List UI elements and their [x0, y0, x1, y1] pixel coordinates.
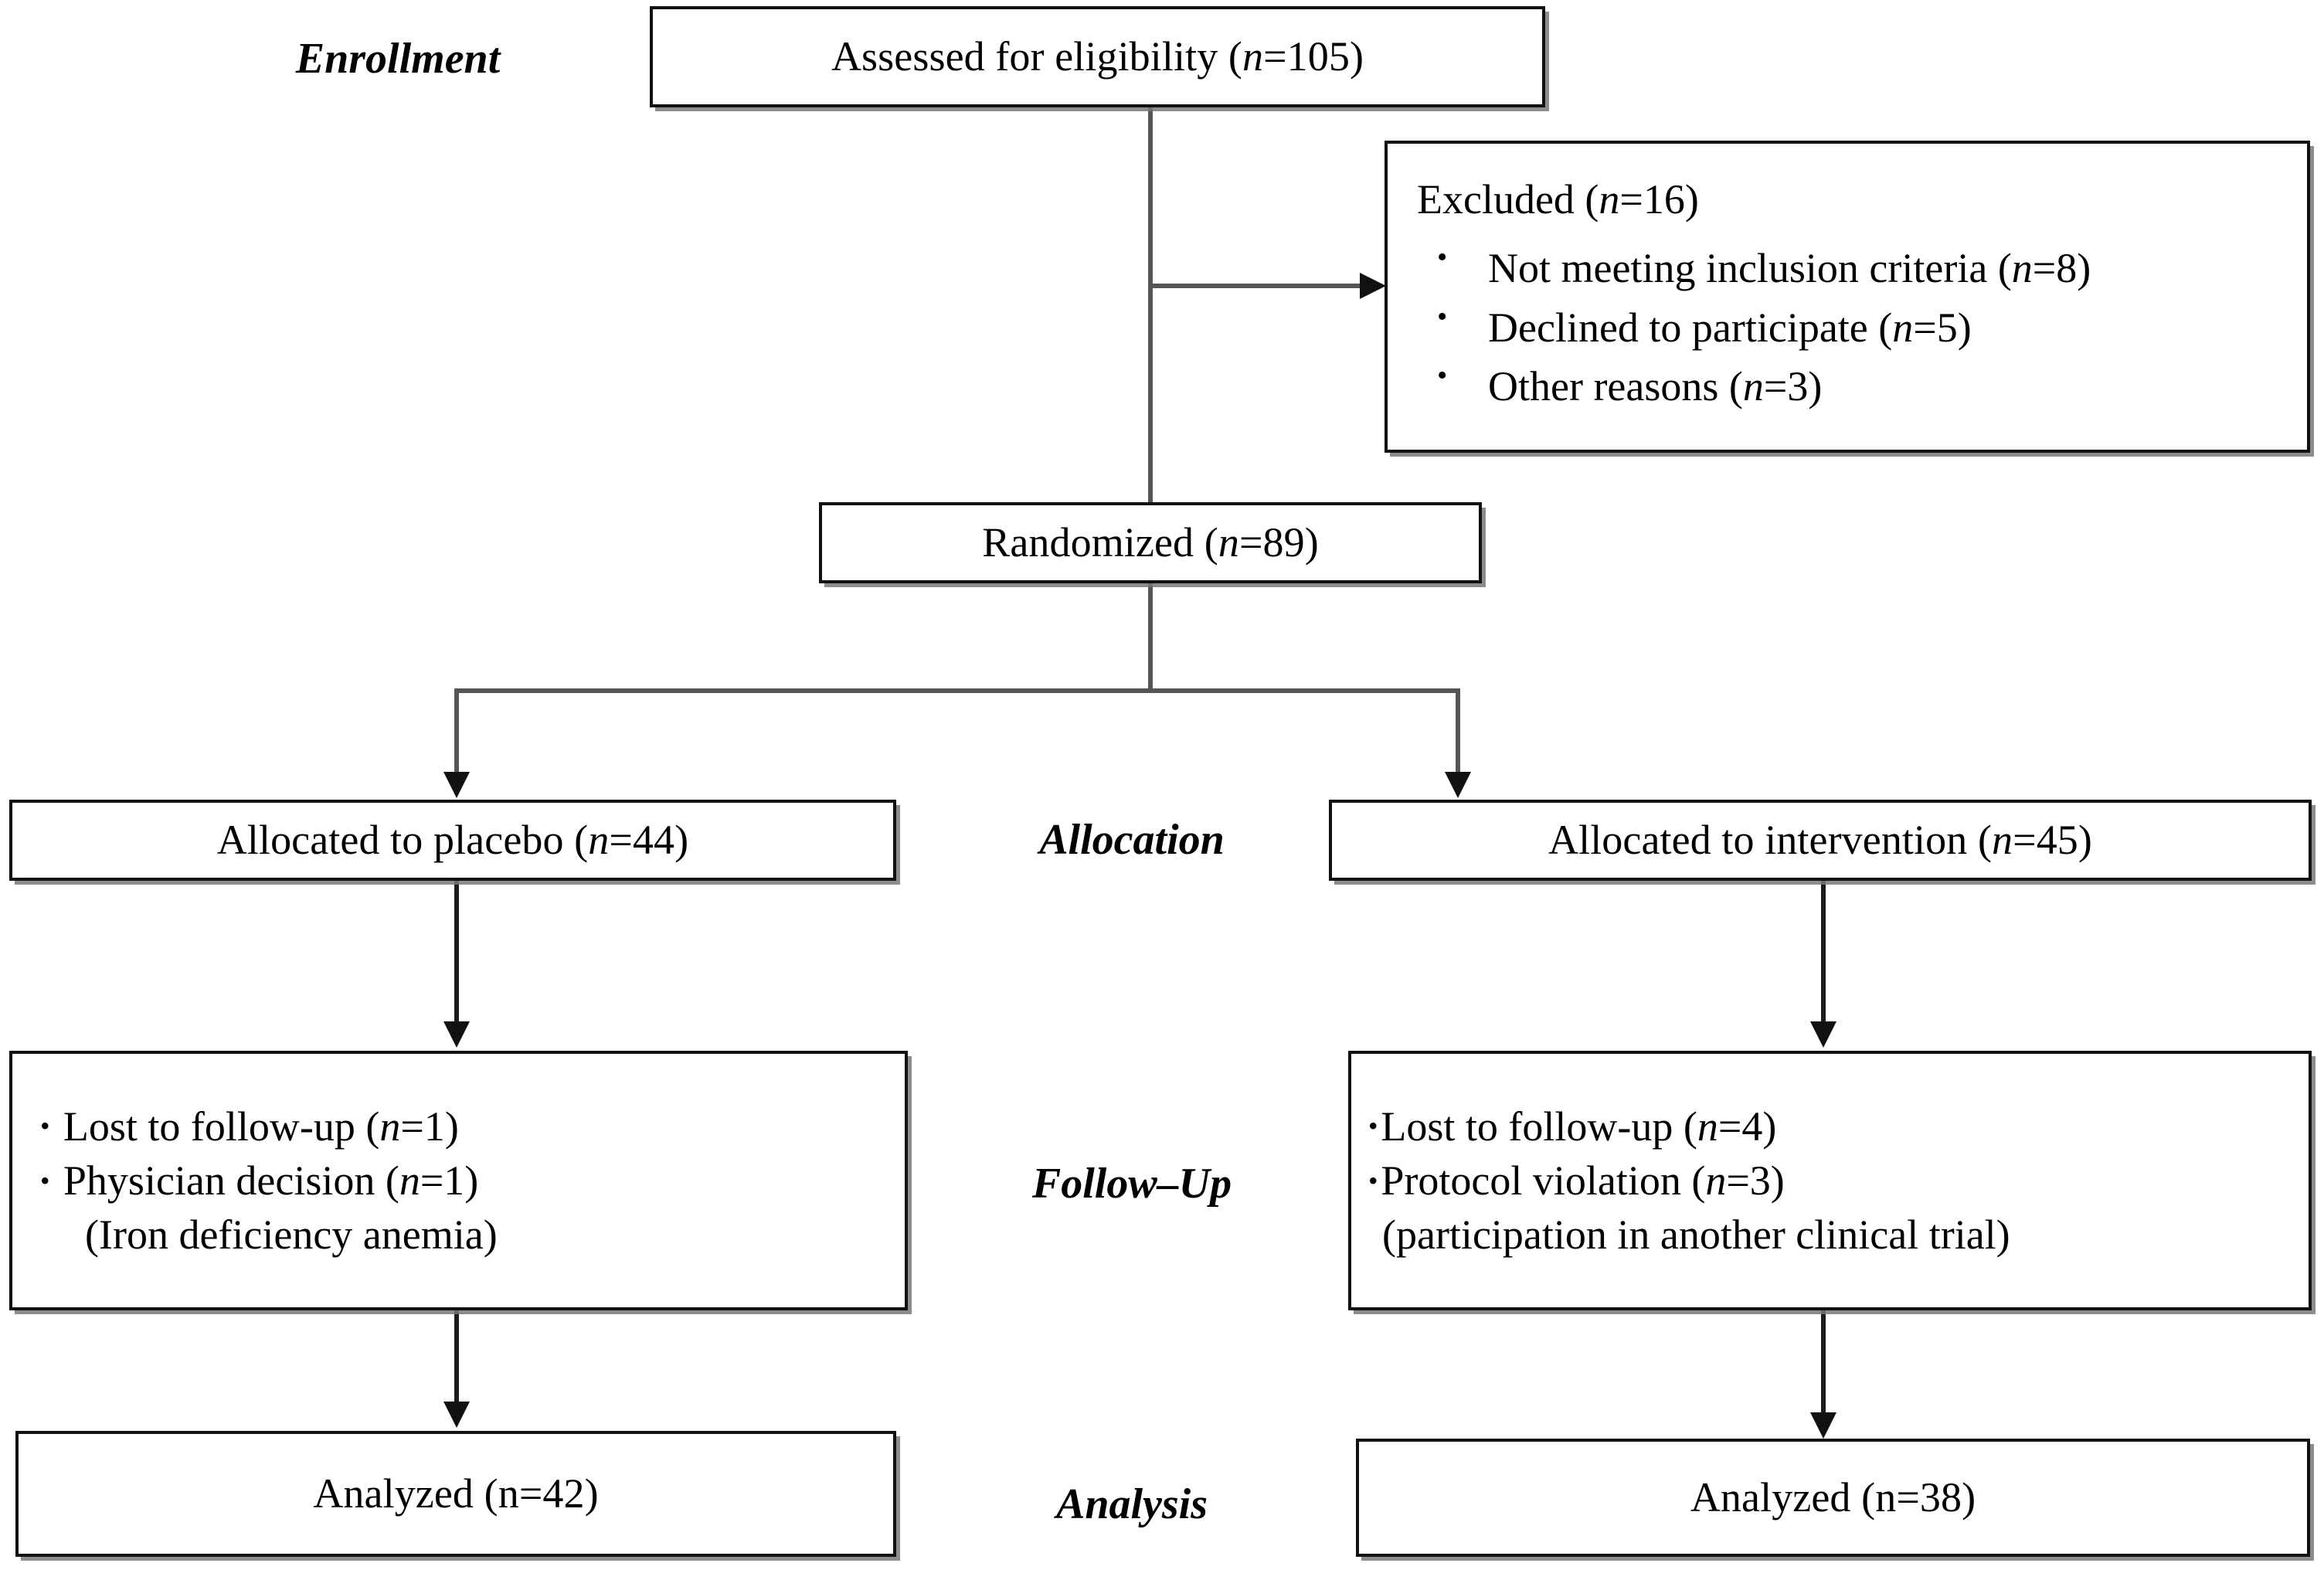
italic-n: n	[1599, 175, 1620, 223]
node-allocated-placebo-text: Allocated to placebo (n=44)	[216, 816, 689, 863]
italic-n: n	[1218, 518, 1239, 566]
connector-allocleft-to-followleft	[454, 881, 459, 1024]
italic-n: n	[2011, 245, 2033, 292]
connector-assessed-to-randomized	[1148, 107, 1153, 502]
arrow-to-followup-left	[443, 1021, 470, 1048]
italic-n: n	[588, 816, 610, 863]
node-excluded: Excluded (n=16) Not meeting inclusion cr…	[1385, 141, 2310, 453]
node-analyzed-placebo: Analyzed (n=42)	[15, 1431, 896, 1557]
list-item-continuation: (participation in another clinical trial…	[1382, 1211, 2010, 1259]
node-excluded-heading: Excluded (n=16)	[1417, 175, 1699, 223]
node-randomized: Randomized (n=89)	[819, 502, 1482, 583]
arrow-to-analyzed-left	[443, 1402, 470, 1428]
phase-label-followup: Follow–Up	[1031, 1160, 1232, 1208]
arrow-to-followup-right	[1810, 1021, 1836, 1048]
arrow-to-analyzed-right	[1810, 1412, 1836, 1439]
node-followup-placebo-list: • Lost to follow-up (n=1) • Physician de…	[40, 1099, 905, 1262]
arrow-to-excluded	[1360, 273, 1386, 299]
list-item: Other reasons (n=3)	[1417, 355, 2091, 416]
arrow-to-alloc-left	[443, 772, 470, 798]
node-followup-intervention: •Lost to follow-up (n=4) •Protocol viola…	[1348, 1051, 2312, 1310]
connector-split-to-alloc-right	[1456, 688, 1460, 775]
node-randomized-text: Randomized (n=89)	[982, 518, 1319, 566]
italic-n: n	[399, 1157, 420, 1204]
bullet-glyph: •	[40, 1110, 50, 1142]
node-assessed-text: Assessed for eligibility (n=105)	[831, 32, 1364, 80]
connector-randomized-stem	[1148, 583, 1153, 693]
connector-split-to-alloc-left	[454, 688, 459, 775]
node-analyzed-placebo-text: Analyzed (n=42)	[313, 1470, 599, 1517]
phase-label-allocation: Allocation	[1039, 816, 1225, 864]
bullet-glyph: •	[40, 1164, 50, 1196]
node-analyzed-intervention: Analyzed (n=38)	[1356, 1439, 2310, 1557]
italic-n: n	[1892, 304, 1914, 351]
node-followup-placebo: • Lost to follow-up (n=1) • Physician de…	[9, 1051, 908, 1310]
list-item-continuation: (Iron deficiency anemia)	[85, 1211, 498, 1259]
arrow-to-alloc-right	[1445, 772, 1471, 798]
bullet-glyph: •	[1368, 1164, 1378, 1196]
list-item: Not meeting inclusion criteria (n=8)	[1417, 237, 2091, 298]
connector-assessed-to-excluded	[1148, 284, 1364, 288]
connector-randomized-split-bar	[454, 688, 1460, 693]
list-item: • Physician decision (n=1)	[40, 1157, 479, 1204]
phase-label-analysis: Analysis	[1055, 1480, 1208, 1528]
node-allocated-placebo: Allocated to placebo (n=44)	[9, 800, 896, 881]
phase-label-enrollment: Enrollment	[295, 35, 501, 83]
list-item: •Lost to follow-up (n=4)	[1368, 1103, 1777, 1150]
italic-n: n	[379, 1103, 401, 1150]
connector-followright-to-analyzedright	[1821, 1310, 1826, 1415]
italic-n: n	[1697, 1103, 1718, 1150]
connector-followleft-to-analyzedleft	[454, 1310, 459, 1405]
italic-n: n	[1242, 32, 1264, 80]
node-followup-intervention-list: •Lost to follow-up (n=4) •Protocol viola…	[1368, 1099, 2309, 1262]
italic-n: n	[1705, 1157, 1727, 1204]
list-item: • Lost to follow-up (n=1)	[40, 1103, 459, 1150]
list-item: •Protocol violation (n=3)	[1368, 1157, 1785, 1204]
node-allocated-intervention-text: Allocated to intervention (n=45)	[1548, 816, 2092, 863]
bullet-glyph: •	[1368, 1110, 1378, 1142]
italic-n: n	[1992, 816, 2013, 863]
node-allocated-intervention: Allocated to intervention (n=45)	[1329, 800, 2312, 881]
italic-n: n	[1742, 363, 1764, 410]
node-excluded-reason-list: Not meeting inclusion criteria (n=8) Dec…	[1417, 237, 2091, 416]
list-item: Declined to participate (n=5)	[1417, 297, 2091, 358]
connector-allocright-to-followright	[1821, 881, 1826, 1024]
node-assessed-for-eligibility: Assessed for eligibility (n=105)	[650, 6, 1545, 107]
node-analyzed-intervention-text: Analyzed (n=38)	[1690, 1473, 1976, 1521]
